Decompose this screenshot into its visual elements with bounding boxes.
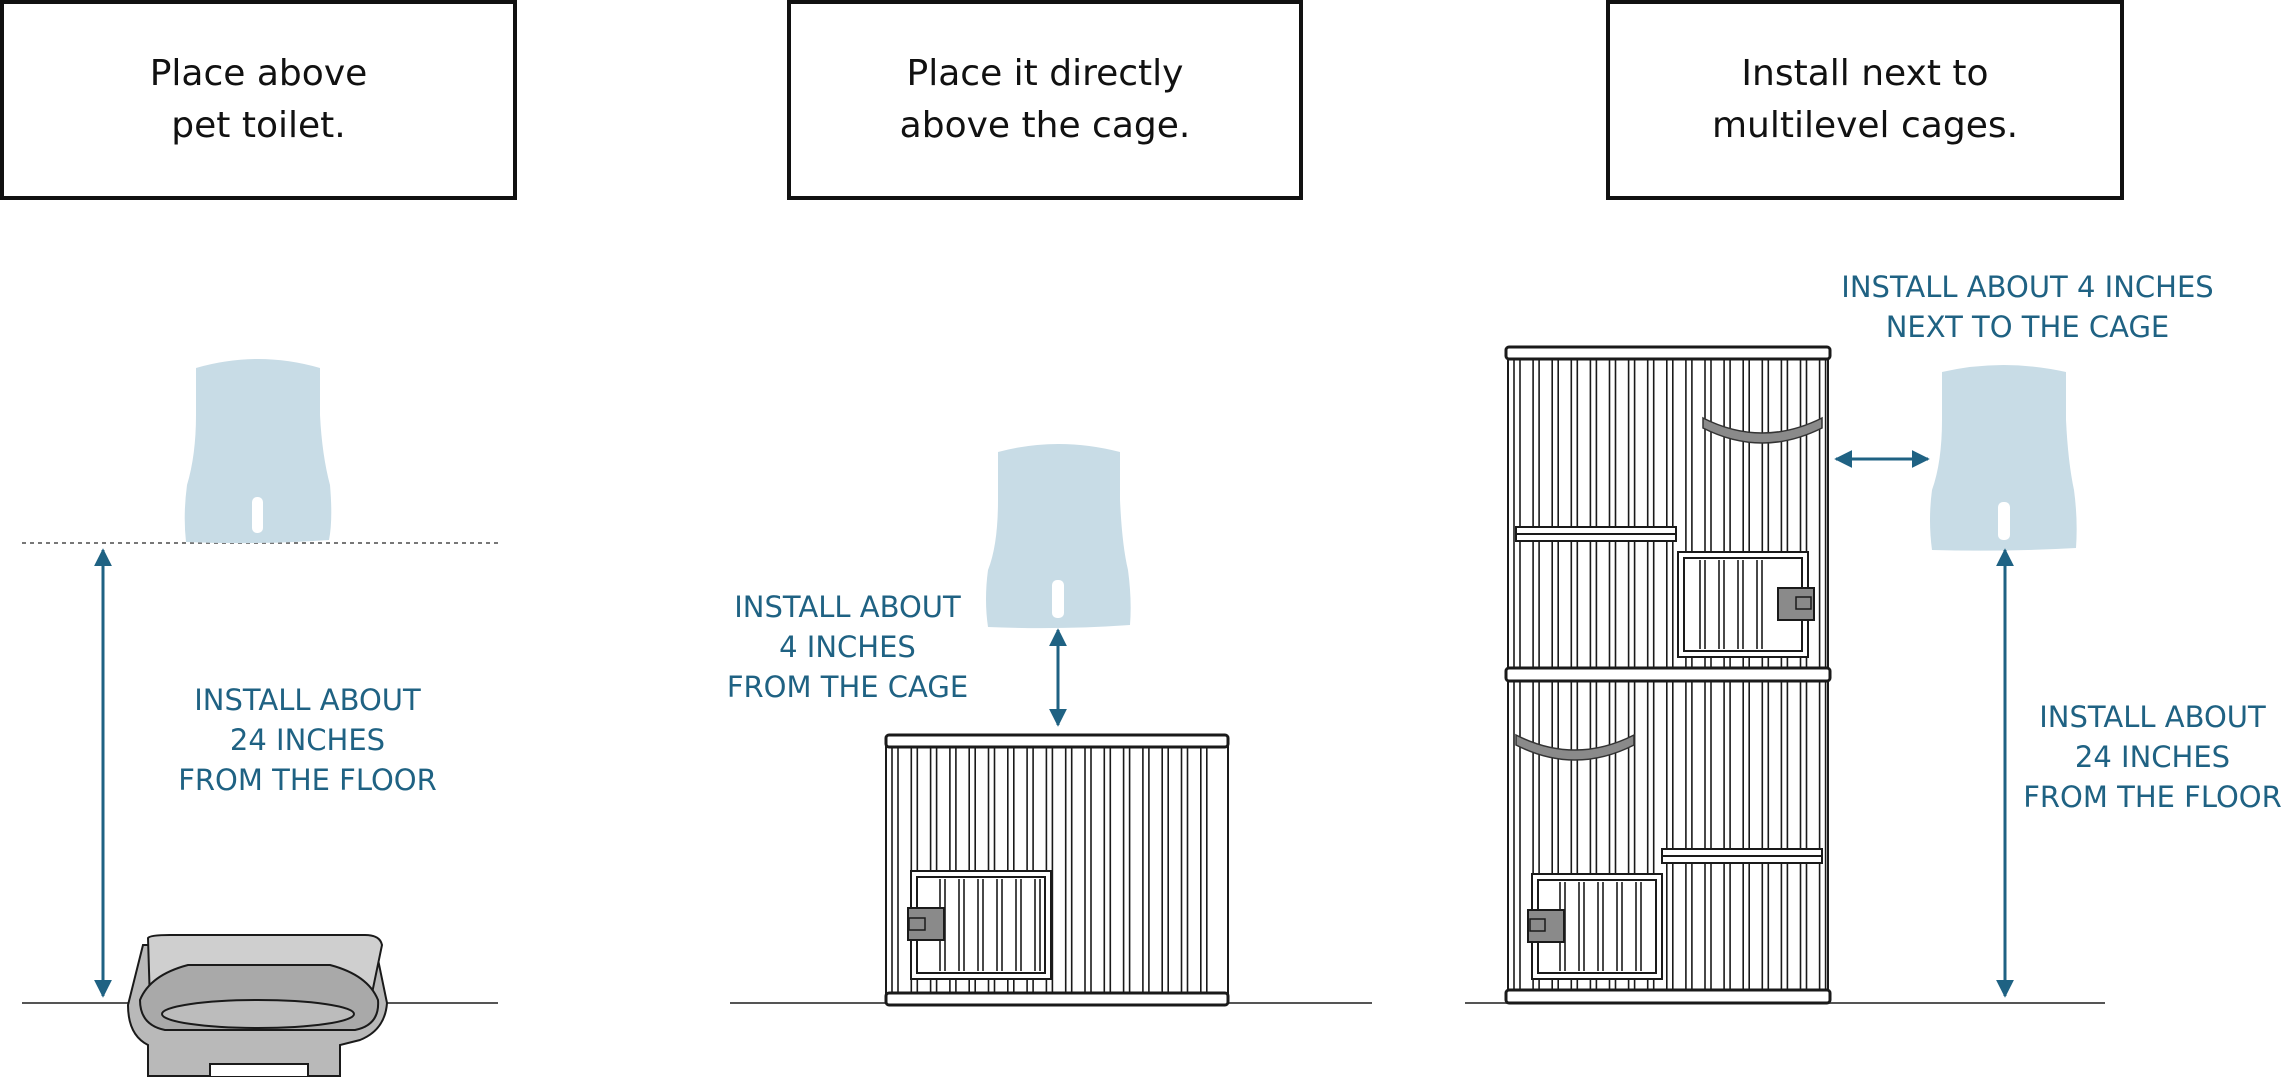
pet-toilet: [126, 934, 389, 1077]
panel-multilevel: [1465, 345, 2105, 1005]
shelf-top: [1515, 526, 1677, 542]
door-bars-2: [939, 879, 1041, 971]
heading-box-pet-toilet: Place above pet toilet.: [0, 0, 517, 200]
feeder-2: [986, 444, 1131, 629]
feeder-1: [184, 359, 332, 544]
heading-text-above-cage: Place it directly above the cage.: [899, 53, 1191, 146]
hammock-top: [1702, 416, 1823, 444]
note-cage-gap: INSTALL ABOUT 4 INCHES FROM THE CAGE: [726, 590, 969, 704]
feeder-3: [1930, 365, 2077, 551]
hammock-bottom: [1515, 733, 1635, 761]
note-floor-height-right: INSTALL ABOUT 24 INCHES FROM THE FLOOR: [2023, 700, 2281, 814]
panel-above-cage: [730, 444, 1372, 1007]
note-side-gap: INSTALL ABOUT 4 INCHES NEXT TO THE CAGE: [1841, 270, 2214, 344]
feeder-slot-3: [1998, 502, 2010, 540]
heading-text-pet-toilet: Place above pet toilet.: [149, 53, 368, 146]
heading-box-multilevel: Install next to multilevel cages.: [1606, 0, 2124, 200]
cage-latch-2: [907, 907, 945, 941]
feeder-slot-1: [252, 497, 263, 533]
panel-pet-toilet: [22, 359, 498, 1077]
multilevel-cage: [1504, 345, 1832, 1005]
cage-latch-3-bottom: [1527, 909, 1565, 943]
heading-box-above-cage: Place it directly above the cage.: [787, 0, 1303, 200]
heading-text-multilevel: Install next to multilevel cages.: [1711, 53, 2019, 146]
feeder-slot-2: [1052, 580, 1064, 618]
note-floor-height-left: INSTALL ABOUT 24 INCHES FROM THE FLOOR: [178, 683, 437, 797]
single-cage: [884, 733, 1230, 1007]
shelf-bottom: [1661, 848, 1823, 864]
door-bars-3-top: [1699, 560, 1763, 649]
